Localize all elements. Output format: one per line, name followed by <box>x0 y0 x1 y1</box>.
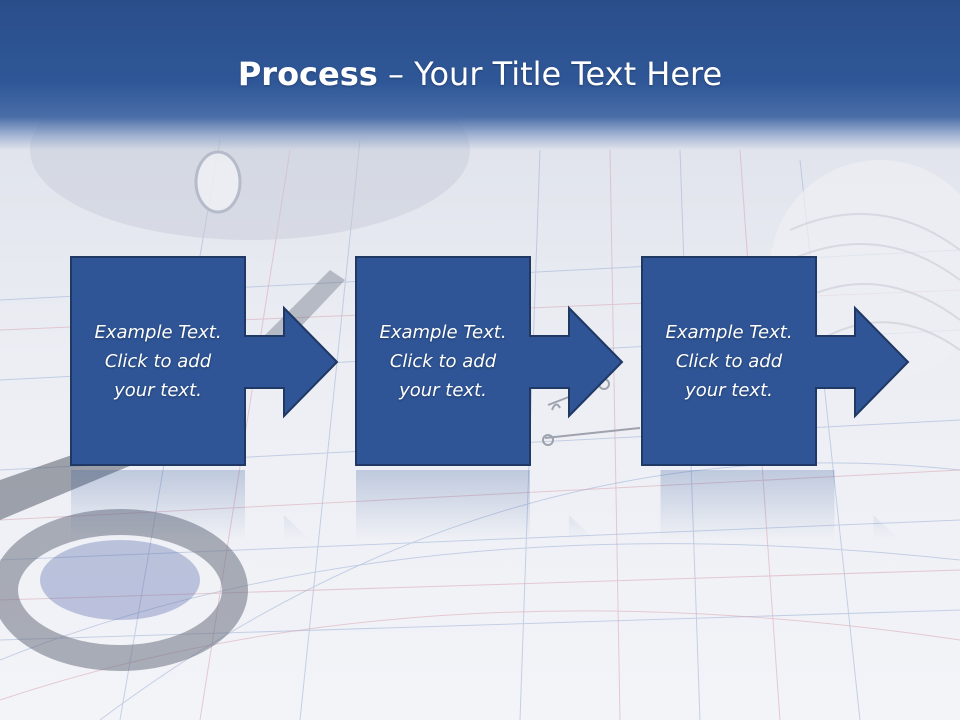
step-3-reflection <box>660 470 900 540</box>
title-bold-part: Process <box>237 55 378 93</box>
step-1-text[interactable]: Example Text. Click to add your text. <box>94 321 222 401</box>
step-2-text[interactable]: Example Text. Click to add your text. <box>379 321 507 401</box>
step-3-text[interactable]: Example Text. Click to add your text. <box>665 321 793 401</box>
title-bar <box>0 0 960 150</box>
process-step-1[interactable]: Example Text. Click to add your text. <box>70 256 426 470</box>
step-3-arrow-shape <box>641 256 910 466</box>
step-2-arrow-shape <box>355 256 624 466</box>
title-rest-part: – Your Title Text Here <box>377 55 723 93</box>
step-1-reflection <box>71 470 310 540</box>
step-1-arrow-shape <box>70 256 339 466</box>
slide-title[interactable]: Process – Your Title Text Here <box>0 52 960 96</box>
process-step-3[interactable]: Example Text. Click to add your text. <box>641 256 960 470</box>
step-2-reflection <box>356 470 595 540</box>
process-step-2[interactable]: Example Text. Click to add your text. <box>355 256 711 470</box>
